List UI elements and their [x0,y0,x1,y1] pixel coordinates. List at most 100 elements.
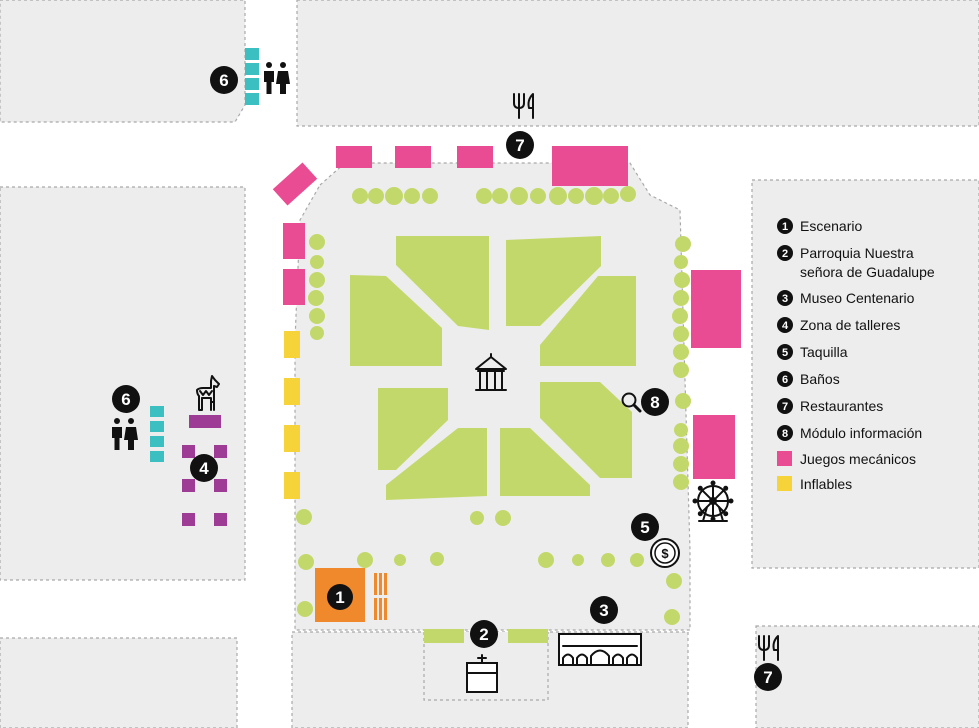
stall-top-2 [245,63,259,75]
marker-restaurantes-bottom: 7 [754,663,782,691]
marker-talleres: 4 [190,454,218,482]
marker-number: 4 [199,459,209,478]
legend-number-badge [777,290,793,306]
legend-item: 3 Museo Centenario [777,290,915,306]
inflable-2 [284,378,300,405]
legend-number-badge [777,398,793,414]
block-bottom-left [0,637,238,728]
ride-left-2 [283,269,305,305]
ride-top-2 [395,146,431,168]
legend-label: Juegos mecánicos [800,451,916,467]
fork-knife-icon [513,93,534,119]
marker-number: 1 [335,588,344,607]
green-area-bottom-right [540,382,632,478]
tree [476,188,492,204]
tree [673,290,689,306]
inflable-3 [284,425,300,452]
marker-number: 5 [640,518,649,537]
stall-left-3 [150,436,164,447]
legend-number-badge [777,218,793,234]
inflable-1 [284,331,300,358]
tree [470,511,484,525]
tree [394,554,406,566]
legend-number-badge [777,371,793,387]
tree [672,308,688,324]
green-area-top-left [350,275,442,366]
legend-swatch [777,476,792,491]
tree [666,573,682,589]
legend-number: 2 [782,248,788,260]
legend-label: Parroquia Nuestra [800,245,914,261]
block-top-left [0,0,246,123]
legend-label: Zona de talleres [800,317,900,333]
tree [673,326,689,342]
inflables [284,331,300,499]
tree [495,510,511,526]
tree [675,236,691,252]
tree [674,423,688,437]
workshop-table [182,445,195,458]
legend-label: Museo Centenario [800,290,915,306]
legend-label: Restaurantes [800,398,883,414]
trees [296,186,691,625]
green-areas [350,236,636,500]
marker-number: 2 [479,625,488,644]
legend-number: 7 [782,401,788,413]
green-area-top-right-inner [506,236,601,326]
tree [630,553,644,567]
legend-number-badge [777,245,793,261]
marker-number: 7 [763,668,772,687]
stall-left-4 [150,451,164,462]
block-plaza [294,162,691,631]
legend-number: 3 [782,293,788,305]
legend-label: Baños [800,371,840,387]
marker-number: 6 [121,390,130,409]
legend-item: 7 Restaurantes [777,398,883,414]
restroom-stalls [150,48,259,462]
green-area-bottom-left [378,388,448,470]
dollar-symbol: $ [661,546,669,561]
legend-label: señora de Guadalupe [800,264,935,280]
tree [309,234,325,250]
tree [309,308,325,324]
ride-left-1 [283,223,305,259]
hedge-right [508,629,548,643]
workshop-table [182,479,195,492]
green-area-top-left-inner [396,236,489,330]
tree [675,393,691,409]
ride-top-3 [457,146,493,168]
legend-swatch-item: Juegos mecánicos [777,451,916,467]
juegos-mecanicos [272,146,741,479]
tree [422,188,438,204]
tree [601,553,615,567]
marker-number: 8 [650,393,659,412]
tree [310,326,324,340]
tree [308,290,324,306]
fork-knife-icon [758,635,779,661]
legend-number-badge [777,425,793,441]
tree [530,188,546,204]
stall-top-4 [245,93,259,105]
marker-parroquia: 2 [470,620,498,648]
tree [352,188,368,204]
stall-left-1 [150,406,164,417]
legend-label: Inflables [800,476,852,492]
legend-number-badge [777,344,793,360]
zona-talleres [182,415,227,526]
tree [538,552,554,568]
tree [510,187,528,205]
tree [296,509,312,525]
stage-stairs [374,573,387,620]
block-right [751,179,979,569]
tree [492,188,508,204]
legend-number: 8 [782,428,788,440]
marker-number: 3 [599,601,608,620]
ride-right-2 [693,415,735,479]
tree [404,188,420,204]
